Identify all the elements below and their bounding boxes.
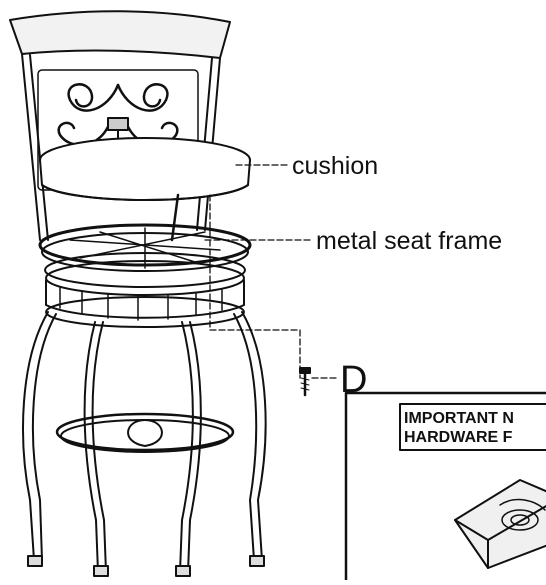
notice-line-1: IMPORTANT N bbox=[404, 410, 514, 427]
notice-line-2: HARDWARE F bbox=[404, 429, 513, 446]
cushion-label: cushion bbox=[292, 152, 378, 180]
chair-back bbox=[9, 10, 231, 241]
seat-frame-label: metal seat frame bbox=[316, 227, 502, 255]
hardware-inset bbox=[344, 391, 546, 585]
cushion-shape bbox=[39, 137, 251, 242]
part-letter-label: D bbox=[340, 359, 367, 401]
screw-part bbox=[299, 367, 311, 397]
chair-legs bbox=[22, 311, 267, 577]
leader-lines bbox=[204, 164, 339, 379]
metal-seat-frame bbox=[38, 223, 252, 328]
